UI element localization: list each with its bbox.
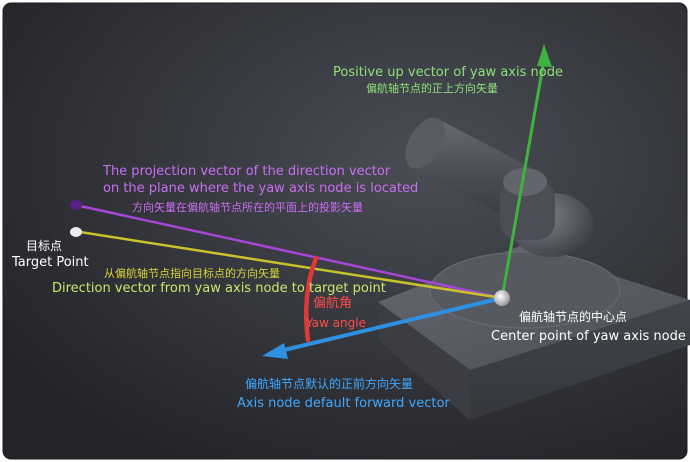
direction-vector-label-en: Direction vector from yaw axis node to t… (52, 281, 386, 296)
forward-vector-label-en: Axis node default forward vector (237, 396, 450, 411)
center-point-marker (494, 290, 510, 306)
up-vector-label-en: Positive up vector of yaw axis node (333, 65, 563, 80)
forward-vector-arrow (262, 296, 503, 359)
center-point-label-en: Center point of yaw axis node (491, 329, 686, 344)
up-vector-arrow (500, 44, 552, 299)
yaw-angle-label-en: Yaw angle (306, 316, 366, 330)
center-point-label-zh: 偏航轴节点的中心点 (519, 310, 628, 324)
direction-vector-label-zh: 从偏航轴节点指向目标点的方向矢量 (104, 267, 280, 280)
base-block (378, 246, 690, 420)
yaw-angle-arc (303, 255, 319, 343)
yaw-node-model (405, 117, 594, 257)
yaw-angle-label-zh: 偏航角 (313, 296, 353, 311)
forward-vector-label-zh: 偏航轴节点默认的正前方向矢量 (245, 377, 414, 391)
projection-vector-label-en-line2: on the plane where the yaw axis node is … (103, 181, 419, 196)
up-vector-label-zh: 偏航轴节点的正上方向矢量 (366, 82, 498, 95)
direction-vector-arrow (70, 227, 503, 300)
target-point-label-zh: 目标点 (26, 239, 63, 253)
projection-vector-label-en-line1: The projection vector of the direction v… (103, 164, 391, 179)
projection-vector-arrow (70, 200, 503, 300)
target-point-label-en: Target Point (12, 255, 89, 270)
projection-vector-label-zh: 方向矢量在偏航轴节点所在的平面上的投影矢量 (132, 201, 363, 214)
